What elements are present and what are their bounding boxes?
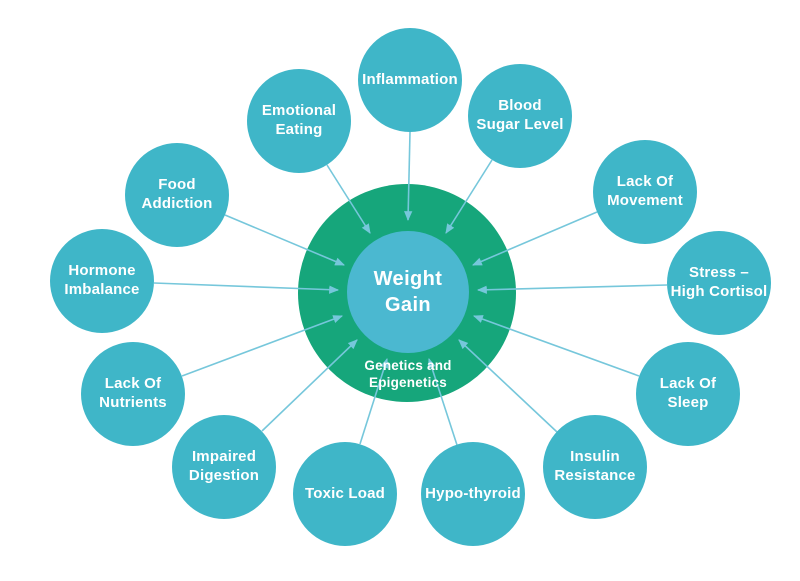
node-label-line2: Digestion [188,467,260,484]
node-label-line2: Sugar Level [476,116,564,133]
connector-hormone-imbalance [153,282,340,294]
node-emotional-eating: Emotional Eating [247,69,351,173]
node-label-line1: Stress – [689,264,749,282]
node-label-line1: Impaired [191,448,257,466]
node-label-line1: Insulin [570,448,620,466]
node-label-line1: Lack Of [104,375,162,393]
connector-lack-of-nutrients [181,315,343,377]
node-label-line2: Movement [607,192,683,209]
node-inflammation: Inflammation [358,28,462,132]
ring-label-line2: Epigenetics [369,374,447,390]
node-lack-of-nutrients: Lack Of Nutrients [81,342,185,446]
node-label-line1: Emotional [261,102,337,120]
node-lack-of-sleep: Lack Of Sleep [636,342,740,446]
node-label-line2: Addiction [141,195,213,212]
node-label-line1: Blood [498,97,542,115]
genetics-ring-label: Genetics and Epigenetics [308,358,508,392]
connector-insulin-resistance [458,339,558,433]
node-label-line1: Inflammation [362,70,458,88]
hub-label-line1: Weight [373,268,443,290]
weight-gain-hub: Weight Gain [347,231,469,353]
node-hypo-thyroid: Hypo-thyroid [421,442,525,546]
node-label-line2: Imbalance [64,281,140,298]
connector-emotional-eating [326,164,371,234]
connector-lack-of-movement [472,211,598,266]
node-impaired-digestion: Impaired Digestion [172,415,276,519]
node-label-line2: Eating [275,121,323,138]
node-stress-high-cortisol: Stress – High Cortisol [667,231,771,335]
node-label-line1: Hormone [68,262,136,280]
connector-hypo-thyroid [427,358,458,446]
node-insulin-resistance: Insulin Resistance [543,415,647,519]
connector-lack-of-sleep [473,315,640,377]
node-label-line1: Toxic Load [304,484,386,502]
node-hormone-imbalance: Hormone Imbalance [50,229,154,333]
connector-toxic-load [359,358,389,445]
node-lack-of-movement: Lack Of Movement [593,140,697,244]
node-label-line2: High Cortisol [670,283,768,300]
node-label-line1: Lack Of [659,375,717,393]
ring-label-line1: Genetics and [364,358,452,373]
node-label-line2: Nutrients [99,394,167,411]
node-label-line1: Food [158,176,196,194]
node-label-line2: Resistance [554,467,636,484]
node-label-line1: Lack Of [616,173,674,191]
connector-food-addiction [224,214,345,266]
node-label-line1: Hypo-thyroid [425,484,521,502]
node-food-addiction: Food Addiction [125,143,229,247]
hub-label-line2: Gain [384,294,432,316]
node-label-line2: Sleep [667,394,709,411]
connector-stress-high-cortisol [476,284,668,294]
node-toxic-load: Toxic Load [293,442,397,546]
connector-blood-sugar-level [445,159,493,234]
node-blood-sugar-level: Blood Sugar Level [468,64,572,168]
connector-impaired-digestion [261,339,358,432]
connector-inflammation [404,131,413,222]
